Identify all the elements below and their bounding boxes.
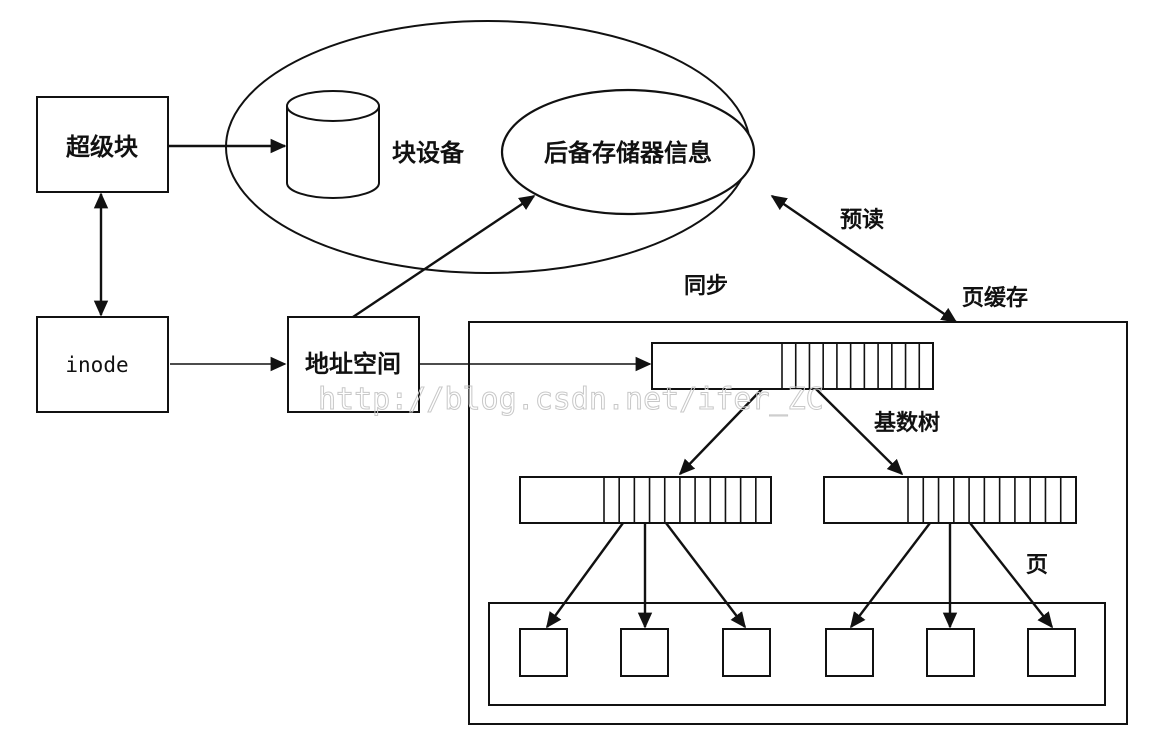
readahead-arrow [770, 195, 958, 323]
page-square [620, 628, 669, 677]
page-square [825, 628, 874, 677]
watermark-text: http://blog.csdn.net/ifer_ZC [318, 382, 824, 417]
radix-tree-label: 基数树 [874, 410, 940, 436]
inode-label: inode [65, 353, 128, 377]
block-device-label: 块设备 [392, 139, 465, 167]
disk-cylinder-icon [286, 90, 380, 199]
radix-left-node [519, 476, 772, 524]
pages-container [488, 602, 1106, 706]
radix-root-node [651, 342, 934, 390]
page-label: 页 [1026, 553, 1048, 578]
inode-box [36, 316, 169, 413]
page-square [722, 628, 771, 677]
page-square [926, 628, 975, 677]
left-to-page3-arrow [665, 522, 746, 629]
address-space-label: 地址空间 [305, 350, 401, 378]
root-to-left-arrow [678, 388, 763, 476]
sync-label: 同步 [684, 273, 728, 299]
page-square [519, 628, 568, 677]
page-cache-label: 页缓存 [962, 285, 1028, 311]
backing-store-ellipse [500, 88, 756, 216]
root-to-right-arrow [815, 388, 904, 476]
radix-right-node [823, 476, 1077, 524]
backing-store-info-label: 后备存储器信息 [544, 139, 712, 167]
address-space-to-backing-arrow [352, 195, 536, 318]
page-square [1027, 628, 1076, 677]
superblock-box [36, 96, 169, 193]
left-to-page1-arrow [546, 522, 624, 629]
superblock-label: 超级块 [66, 133, 138, 161]
right-to-page6-arrow [969, 522, 1053, 629]
right-to-page4-arrow [850, 522, 931, 629]
readahead-label: 预读 [840, 208, 884, 233]
